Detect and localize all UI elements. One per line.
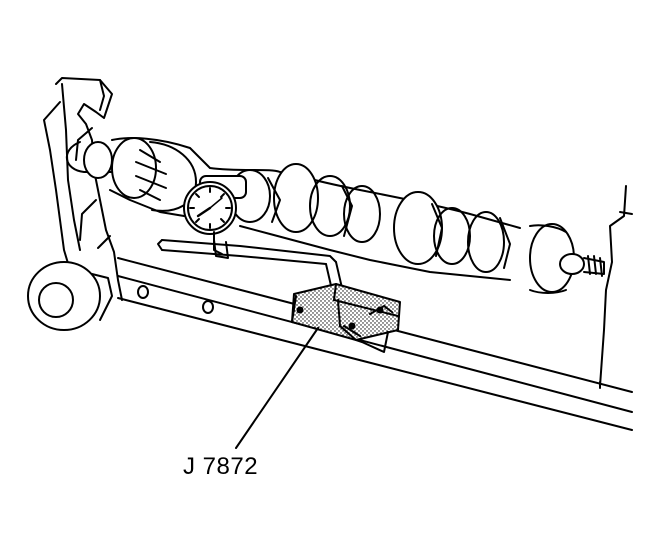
rail-holes xyxy=(138,286,213,313)
left-front-cover xyxy=(44,78,122,300)
drive-gear xyxy=(84,138,196,211)
fixture-arm xyxy=(158,240,342,290)
camshaft-lobes xyxy=(230,164,510,272)
fixture-base-j7872 xyxy=(292,284,400,352)
left-boss xyxy=(28,262,112,330)
dial-indicator xyxy=(184,176,246,254)
rear-journal xyxy=(530,224,604,293)
camshaft xyxy=(67,138,604,293)
right-block-edge xyxy=(600,186,632,386)
tool-callout-label: J 7872 xyxy=(183,453,259,480)
leader-line xyxy=(236,328,318,448)
